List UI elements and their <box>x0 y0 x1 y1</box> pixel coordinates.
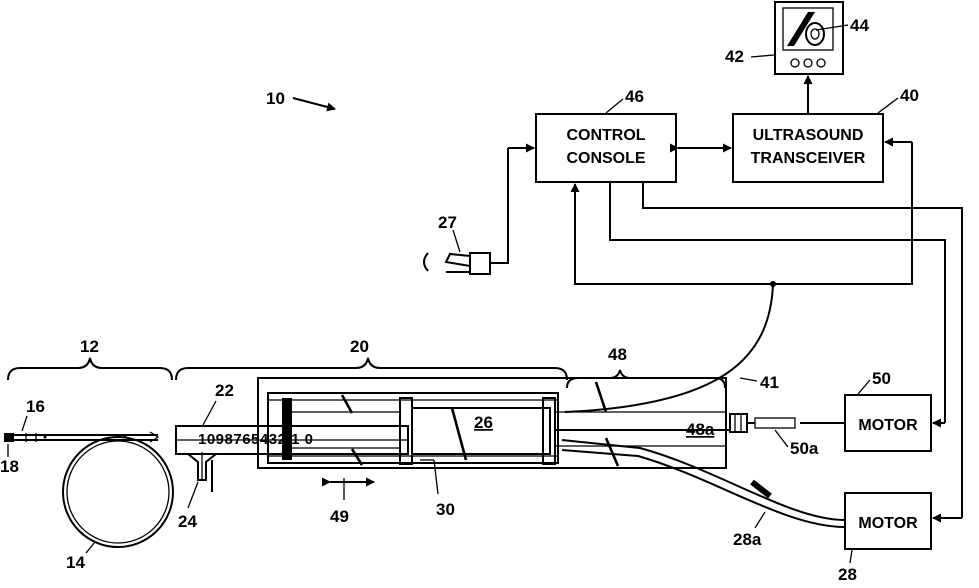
transceiver-label-line1: ULTRASOUND <box>753 127 864 144</box>
motor-50-label: MOTOR <box>858 417 918 434</box>
ref-10: 10 <box>266 89 285 108</box>
ref-10-arrow <box>293 98 335 109</box>
cable-41 <box>565 284 773 412</box>
ref-18: 18 <box>0 457 19 476</box>
coupling <box>730 414 747 432</box>
brace-20 <box>176 358 567 380</box>
ref-27: 27 <box>438 213 457 232</box>
ref-20: 20 <box>350 337 369 356</box>
catheter-tip <box>4 433 14 442</box>
foot-pedal <box>424 253 490 274</box>
cable-to-console <box>575 184 773 284</box>
monitor-knob <box>791 59 799 67</box>
monitor-knob <box>804 59 812 67</box>
ref-26: 26 <box>474 413 493 432</box>
ref-50a: 50a <box>790 439 819 458</box>
ref-44: 44 <box>850 16 869 35</box>
brace-12 <box>8 358 172 380</box>
ref-16: 16 <box>26 397 45 416</box>
ultrasound-transceiver-box <box>733 114 883 182</box>
console-label-line2: CONSOLE <box>566 150 645 167</box>
ref-40: 40 <box>900 86 919 105</box>
position-scale: 1098765432 1 0 <box>198 431 313 448</box>
ref-12: 12 <box>80 337 99 356</box>
catheter-coil <box>63 437 173 547</box>
monitor-knob <box>817 59 825 67</box>
ref-42: 42 <box>725 47 744 66</box>
ref-30: 30 <box>436 500 455 519</box>
ref-49: 49 <box>330 507 349 526</box>
ref-22: 22 <box>215 381 234 400</box>
ref-50: 50 <box>872 369 891 388</box>
monitor <box>775 2 843 74</box>
console-label-line1: CONTROL <box>566 127 645 144</box>
control-console-box <box>536 114 676 182</box>
ultrasound-image <box>806 23 824 45</box>
ref-41: 41 <box>760 373 779 392</box>
motor-28-label: MOTOR <box>858 515 918 532</box>
transceiver-label-line2: TRANSCEIVER <box>751 150 866 167</box>
ref-48: 48 <box>608 345 627 364</box>
valve-24 <box>188 452 216 492</box>
ref-28: 28 <box>838 565 857 583</box>
ref-46: 46 <box>625 87 644 106</box>
ref-48a: 48a <box>686 420 715 439</box>
shaft-50a <box>755 418 795 428</box>
ref-14: 14 <box>66 553 85 572</box>
ref-24: 24 <box>178 512 197 531</box>
ref-28a: 28a <box>733 530 762 549</box>
screen-shading <box>787 12 815 46</box>
